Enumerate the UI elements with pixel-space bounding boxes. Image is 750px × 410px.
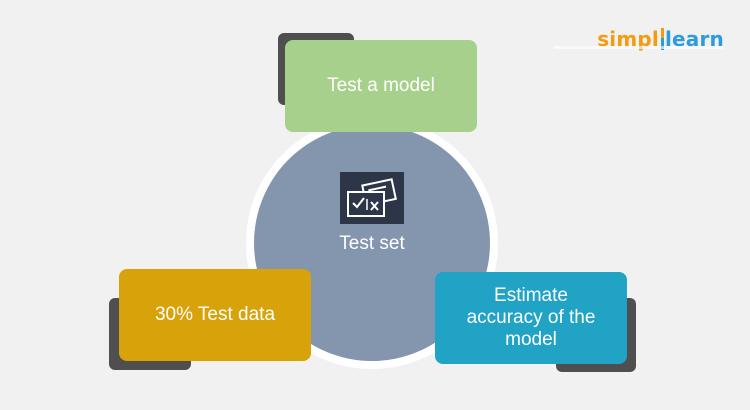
logo-divider bbox=[660, 28, 664, 50]
test-paper-check-x-icon bbox=[347, 178, 397, 217]
test-a-model-card: Test a model bbox=[285, 40, 477, 132]
test-a-model-label: Test a model bbox=[327, 75, 435, 96]
test-paper-icon bbox=[340, 172, 404, 224]
logo-underline bbox=[554, 46, 724, 49]
test-data-card: 30% Test data bbox=[119, 269, 311, 361]
estimate-accuracy-card: Estimate accuracy of the model bbox=[435, 272, 627, 364]
test-set-label: Test set bbox=[339, 233, 405, 254]
estimate-accuracy-label: Estimate accuracy of the model bbox=[466, 285, 596, 350]
test-data-label: 30% Test data bbox=[154, 304, 276, 325]
